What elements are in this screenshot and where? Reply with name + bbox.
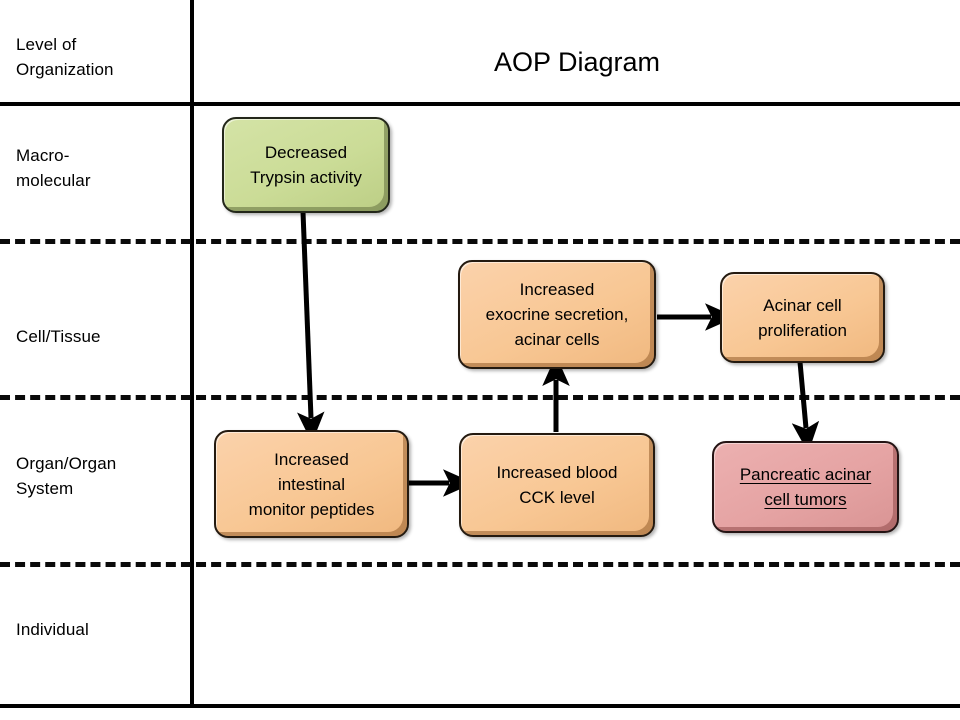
node-decreased-trypsin-activity[interactable]: Decreased Trypsin activity (222, 117, 390, 213)
header-separator-line (0, 102, 960, 106)
node-label: Increased intestinal monitor peptides (248, 449, 375, 519)
node-increased-exocrine-secretion[interactable]: Increased exocrine secretion, acinar cel… (458, 260, 656, 369)
axis-header-label: Level of Organization (16, 35, 114, 79)
bottom-border-line (0, 704, 960, 708)
row-divider-organ-individual (0, 562, 960, 567)
node-increased-blood-cck-level[interactable]: Increased blood CCK level (459, 433, 655, 537)
node-label: Pancreatic acinar cell tumors (739, 465, 872, 509)
node-label: Decreased Trypsin activity (250, 143, 362, 187)
row-label-cell-tissue: Cell/Tissue (16, 327, 101, 346)
node-acinar-cell-proliferation[interactable]: Acinar cell proliferation (720, 272, 885, 363)
node-label: Increased blood CCK level (496, 463, 618, 507)
row-divider-celltissue-organ (0, 395, 960, 400)
row-label-organ-system: Organ/Organ System (16, 454, 117, 498)
axis-column-divider (190, 0, 194, 708)
row-divider-macromolecular-celltissue (0, 239, 960, 244)
row-label-macromolecular: Macro- molecular (16, 146, 91, 190)
page-title: AOP Diagram (493, 47, 661, 77)
node-pancreatic-acinar-cell-tumors[interactable]: Pancreatic acinar cell tumors (712, 441, 899, 533)
node-label: Acinar cell proliferation (758, 295, 847, 340)
node-label: Increased exocrine secretion, acinar cel… (485, 280, 629, 349)
node-increased-intestinal-monitor-peptides[interactable]: Increased intestinal monitor peptides (214, 430, 409, 538)
row-label-individual: Individual (16, 620, 89, 639)
